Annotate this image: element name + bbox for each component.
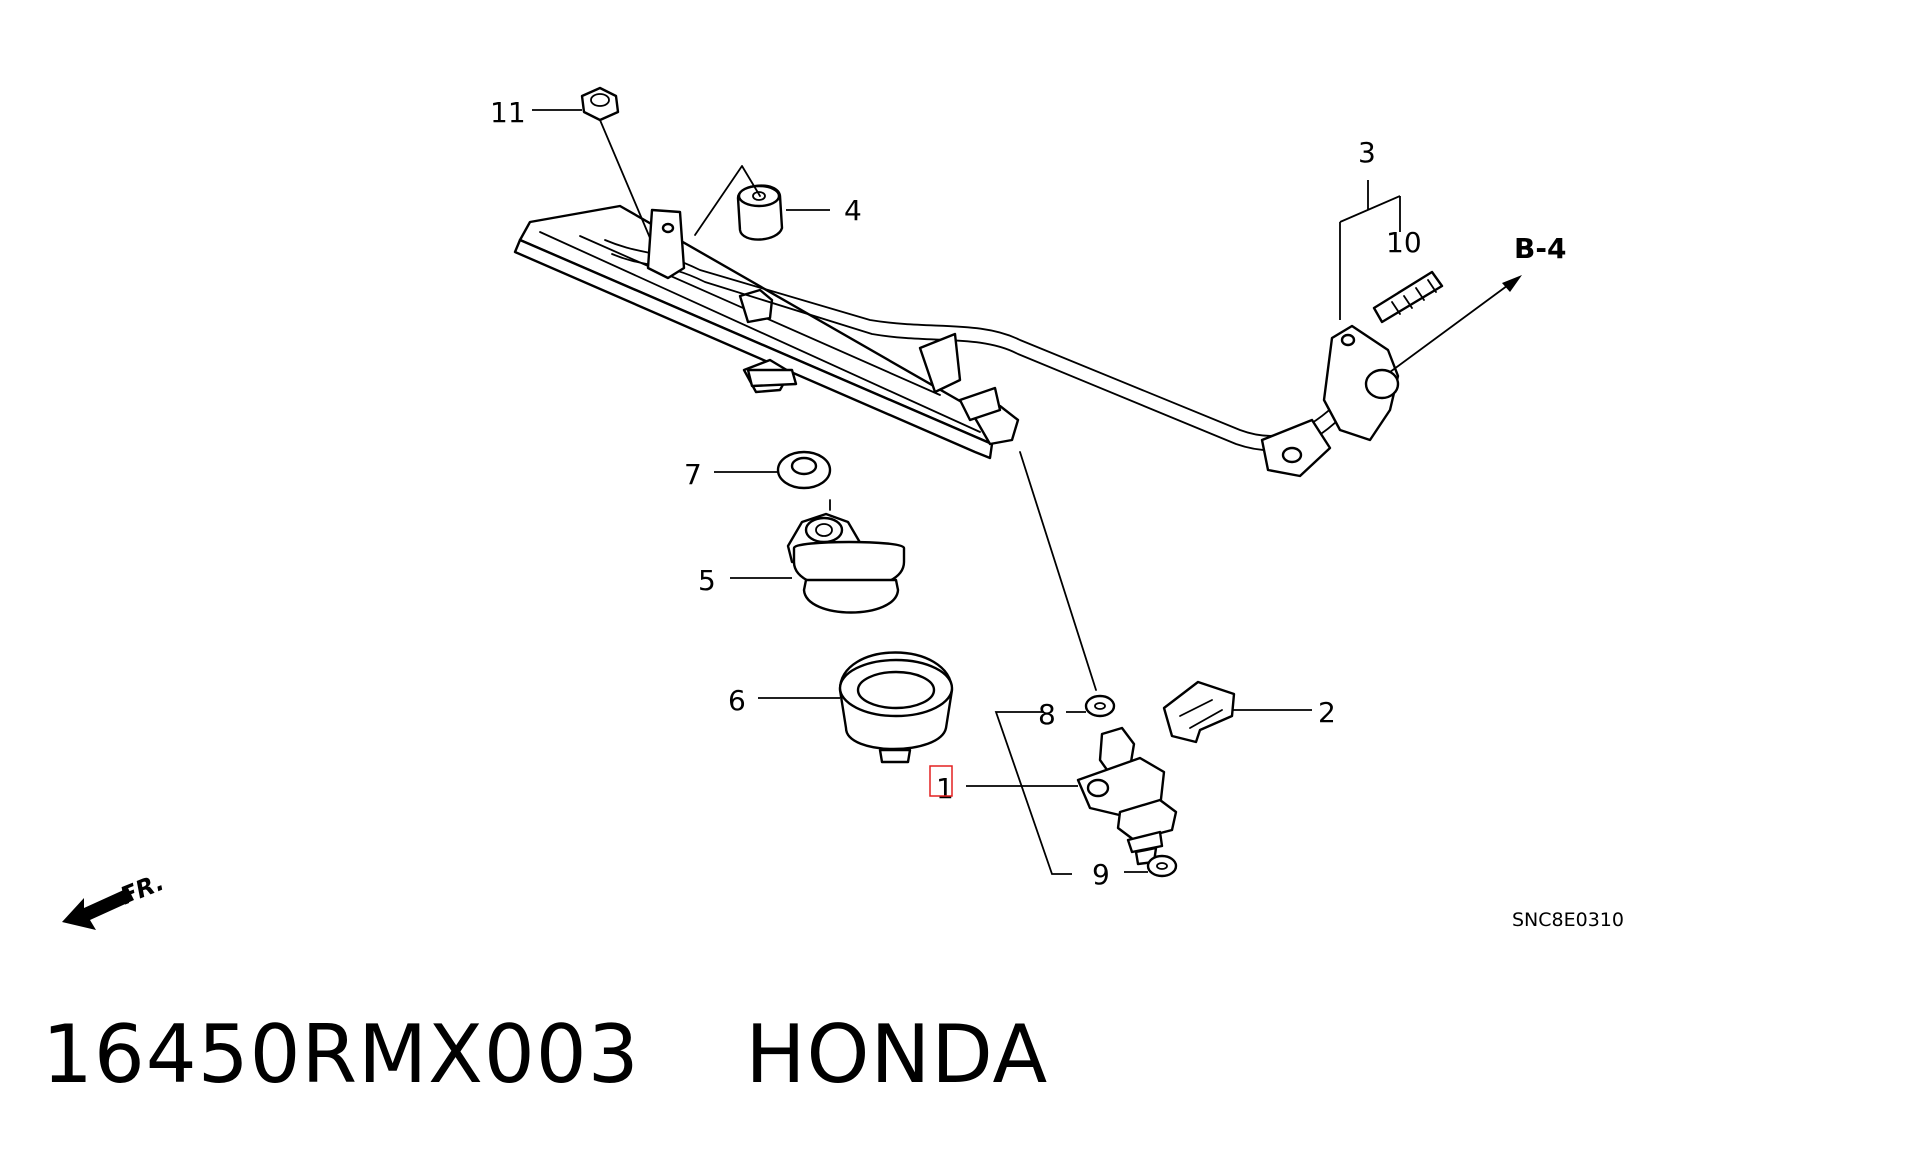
callout-5: 5: [698, 564, 716, 597]
part-10-stud-bolt: [1372, 270, 1444, 324]
caption-gap: [640, 1008, 746, 1101]
callout-2: 2: [1318, 696, 1336, 729]
part-9-oring: [1146, 854, 1178, 878]
rail-bracket: [1322, 324, 1400, 442]
drawing-code: SNC8E0310: [1512, 909, 1624, 931]
fuel-rail: [513, 204, 1020, 460]
part-6-cup: [838, 651, 954, 764]
callout-9: 9: [1092, 858, 1110, 891]
highlight-box: [929, 765, 953, 797]
part-4-cushion: [694, 165, 784, 241]
caption: 16450RMX003 HONDA: [42, 1015, 1048, 1095]
part-5-regulator: [786, 499, 906, 614]
part-7-seal: [746, 368, 832, 490]
front-direction-arrow: FR.: [62, 868, 168, 930]
reference-arrow: [1389, 275, 1522, 373]
callout-7: 7: [684, 458, 702, 491]
callout-6: 6: [728, 684, 746, 717]
reference-label: B-4: [1514, 232, 1566, 265]
callout-8: 8: [1038, 698, 1056, 731]
callout-11: 11: [490, 96, 526, 129]
part-1-injector: [1076, 726, 1178, 866]
part-number: 16450RMX003: [42, 1008, 640, 1101]
leader-lines: [532, 109, 1401, 875]
part-11-nut: [580, 86, 686, 280]
callout-10: 10: [1386, 226, 1422, 259]
callout-3: 3: [1358, 136, 1376, 169]
front-label: FR.: [116, 868, 168, 911]
part-2-clip: [1162, 680, 1236, 744]
brand-name: HONDA: [745, 1008, 1049, 1101]
callout-1: 1: [936, 772, 954, 805]
callout-4: 4: [844, 194, 862, 227]
part-8-seal: [1019, 451, 1116, 718]
